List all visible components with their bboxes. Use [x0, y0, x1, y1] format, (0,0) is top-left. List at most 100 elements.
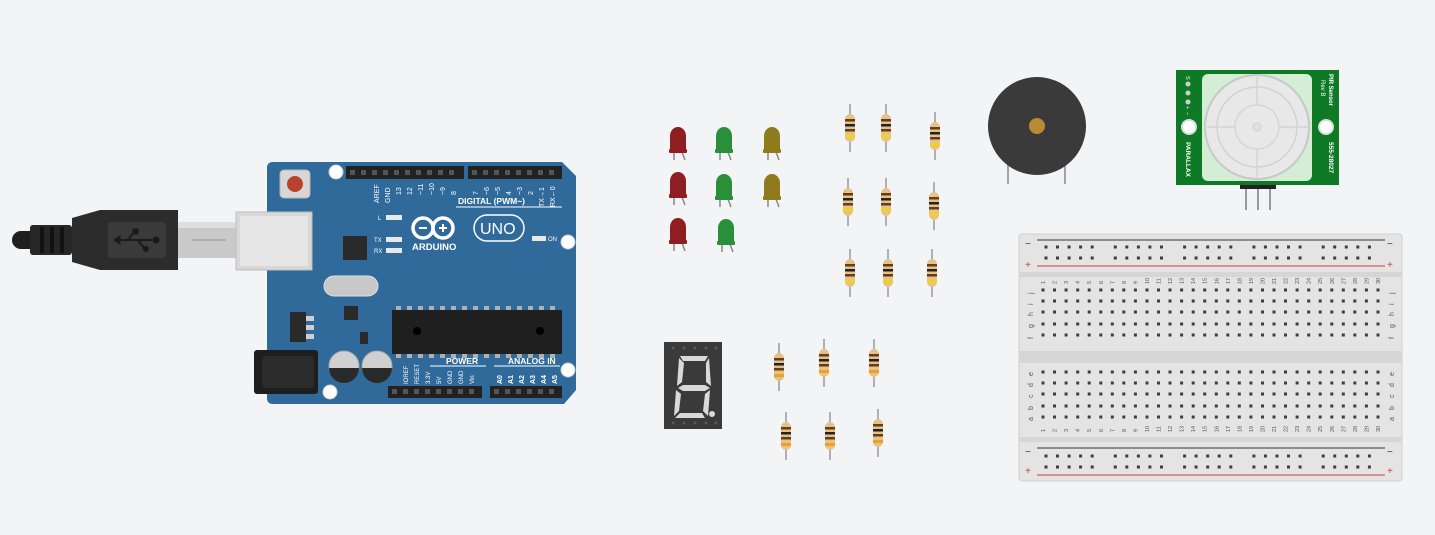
rail-hole[interactable] — [1275, 256, 1279, 260]
rail-hole[interactable] — [1113, 245, 1117, 249]
rail-hole[interactable] — [1136, 454, 1140, 458]
breadboard-hole[interactable] — [1214, 333, 1218, 337]
breadboard-hole[interactable] — [1122, 288, 1126, 292]
led-green[interactable] — [717, 219, 735, 253]
breadboard-hole[interactable] — [1318, 370, 1322, 374]
breadboard-hole[interactable] — [1237, 370, 1241, 374]
breadboard-hole[interactable] — [1191, 288, 1195, 292]
breadboard-hole[interactable] — [1191, 322, 1195, 326]
breadboard-hole[interactable] — [1272, 370, 1276, 374]
breadboard-hole[interactable] — [1053, 370, 1056, 374]
breadboard-hole[interactable] — [1157, 370, 1160, 374]
breadboard-hole[interactable] — [1203, 415, 1207, 419]
breadboard-hole[interactable] — [1214, 370, 1218, 374]
rail-hole[interactable] — [1125, 454, 1129, 458]
rail-hole[interactable] — [1044, 256, 1048, 260]
breadboard-hole[interactable] — [1318, 322, 1322, 326]
breadboard-hole[interactable] — [1353, 333, 1357, 337]
rail-hole[interactable] — [1229, 245, 1233, 249]
rail-hole[interactable] — [1206, 454, 1210, 458]
led-yellow[interactable] — [763, 127, 781, 161]
breadboard-hole[interactable] — [1180, 288, 1184, 292]
rail-hole[interactable] — [1090, 465, 1094, 469]
breadboard-hole[interactable] — [1041, 392, 1045, 396]
rail-hole[interactable] — [1321, 256, 1325, 260]
breadboard-hole[interactable] — [1214, 322, 1218, 326]
rail-hole[interactable] — [1298, 454, 1302, 458]
breadboard-hole[interactable] — [1330, 415, 1334, 419]
breadboard-hole[interactable] — [1157, 288, 1160, 292]
breadboard-hole[interactable] — [1180, 310, 1184, 314]
rail-hole[interactable] — [1217, 465, 1221, 469]
breadboard-hole[interactable] — [1284, 322, 1287, 326]
breadboard-hole[interactable] — [1330, 404, 1334, 408]
breadboard-hole[interactable] — [1284, 392, 1287, 396]
breadboard-hole[interactable] — [1237, 322, 1241, 326]
breadboard-hole[interactable] — [1249, 333, 1253, 337]
breadboard-hole[interactable] — [1341, 392, 1345, 396]
rail-hole[interactable] — [1044, 454, 1048, 458]
rail-hole[interactable] — [1287, 245, 1290, 249]
breadboard-hole[interactable] — [1364, 299, 1368, 303]
breadboard-hole[interactable] — [1376, 299, 1380, 303]
rail-hole[interactable] — [1148, 454, 1152, 458]
usb-cable[interactable] — [12, 210, 238, 270]
breadboard-hole[interactable] — [1191, 415, 1195, 419]
rail-hole[interactable] — [1333, 256, 1337, 260]
rail-hole[interactable] — [1263, 256, 1267, 260]
breadboard-hole[interactable] — [1041, 310, 1045, 314]
breadboard-hole[interactable] — [1318, 333, 1322, 337]
breadboard-hole[interactable] — [1226, 288, 1230, 292]
breadboard-hole[interactable] — [1076, 333, 1080, 337]
breadboard-hole[interactable] — [1353, 392, 1357, 396]
breadboard-hole[interactable] — [1180, 333, 1184, 337]
rail-hole[interactable] — [1252, 256, 1256, 260]
rail-hole[interactable] — [1367, 454, 1371, 458]
breadboard-hole[interactable] — [1376, 370, 1380, 374]
breadboard-hole[interactable] — [1272, 415, 1276, 419]
breadboard-hole[interactable] — [1237, 381, 1241, 385]
rail-hole[interactable] — [1136, 465, 1140, 469]
rail-hole[interactable] — [1367, 245, 1371, 249]
breadboard-hole[interactable] — [1157, 310, 1160, 314]
breadboard-hole[interactable] — [1307, 310, 1311, 314]
breadboard-hole[interactable] — [1261, 381, 1264, 385]
rail-hole[interactable] — [1367, 465, 1371, 469]
breadboard-hole[interactable] — [1284, 288, 1287, 292]
breadboard-hole[interactable] — [1249, 404, 1253, 408]
breadboard-hole[interactable] — [1341, 415, 1345, 419]
breadboard-hole[interactable] — [1145, 404, 1149, 408]
rail-hole[interactable] — [1044, 245, 1048, 249]
breadboard-hole[interactable] — [1261, 310, 1264, 314]
rail-hole[interactable] — [1333, 465, 1337, 469]
resistor[interactable] — [844, 103, 856, 153]
breadboard[interactable]: − − + + − − + + j i h g f e d c b a j i … — [1018, 233, 1403, 482]
breadboard-hole[interactable] — [1145, 310, 1149, 314]
breadboard-hole[interactable] — [1214, 392, 1218, 396]
breadboard-hole[interactable] — [1087, 299, 1091, 303]
breadboard-hole[interactable] — [1237, 404, 1241, 408]
breadboard-hole[interactable] — [1272, 392, 1276, 396]
breadboard-hole[interactable] — [1249, 392, 1253, 396]
breadboard-hole[interactable] — [1041, 415, 1045, 419]
breadboard-hole[interactable] — [1318, 381, 1322, 385]
breadboard-hole[interactable] — [1064, 299, 1068, 303]
rail-hole[interactable] — [1333, 245, 1337, 249]
breadboard-hole[interactable] — [1249, 299, 1253, 303]
breadboard-hole[interactable] — [1122, 333, 1126, 337]
breadboard-hole[interactable] — [1122, 404, 1126, 408]
breadboard-hole[interactable] — [1341, 322, 1345, 326]
rail-hole[interactable] — [1090, 454, 1094, 458]
breadboard-hole[interactable] — [1284, 381, 1287, 385]
breadboard-hole[interactable] — [1133, 381, 1137, 385]
rail-hole[interactable] — [1298, 245, 1302, 249]
breadboard-hole[interactable] — [1330, 322, 1334, 326]
breadboard-hole[interactable] — [1133, 370, 1137, 374]
breadboard-hole[interactable] — [1307, 299, 1311, 303]
breadboard-hole[interactable] — [1145, 288, 1149, 292]
breadboard-hole[interactable] — [1226, 322, 1230, 326]
rail-hole[interactable] — [1079, 465, 1083, 469]
breadboard-hole[interactable] — [1272, 299, 1276, 303]
rail-hole[interactable] — [1263, 454, 1267, 458]
